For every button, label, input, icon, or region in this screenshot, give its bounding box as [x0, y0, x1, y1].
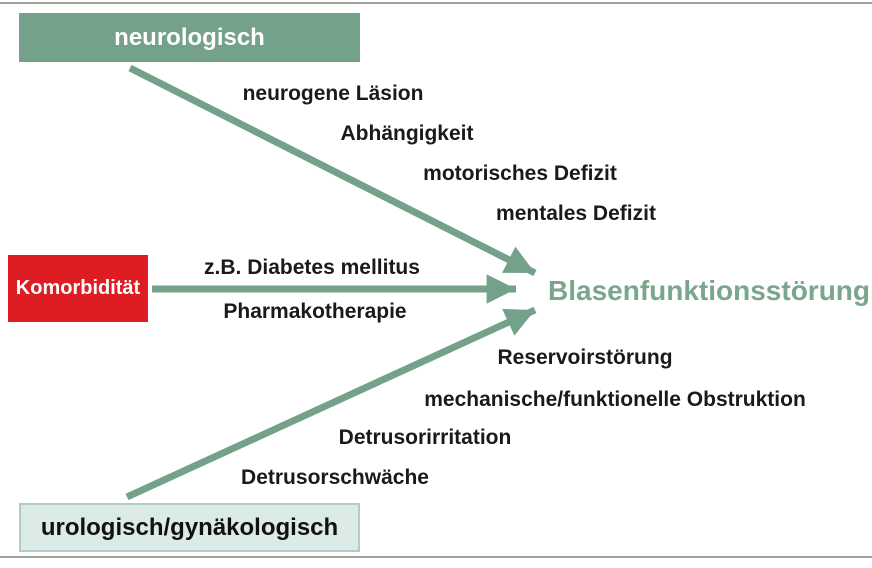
factor-detrusorirritation: Detrusorirritation	[338, 426, 512, 449]
factor-neurogene-laesion: neurogene Läsion	[242, 82, 424, 105]
factor-mentales-defizit: mentales Defizit	[496, 202, 656, 225]
bottom-divider-line	[0, 556, 872, 558]
factor-motorisches-defizit: motorisches Defizit	[423, 162, 617, 185]
factor-abhaengigkeit: Abhängigkeit	[340, 122, 474, 145]
factor-diabetes-mellitus: z.B. Diabetes mellitus	[204, 256, 420, 279]
source-box-neurologisch: neurologisch	[19, 13, 360, 62]
top-divider-line	[0, 2, 872, 4]
source-box-neurologisch-label: neurologisch	[114, 23, 265, 51]
factor-mechanische-funktionelle-obstruktion: mechanische/funktionelle Obstruktion	[424, 388, 806, 411]
factor-reservoirstoerung: Reservoirstörung	[497, 346, 673, 369]
source-box-komorbiditaet-label: Komorbidität	[15, 277, 141, 299]
factor-detrusorschwaeche: Detrusorschwäche	[241, 466, 429, 489]
source-box-urologisch-gynaekologisch: urologisch/gynäkologisch	[19, 503, 360, 552]
factor-pharmakotherapie: Pharmakotherapie	[223, 300, 407, 323]
source-box-komorbiditaet: Komorbidität	[8, 255, 148, 322]
outcome-blasenfunktionsstoerung: Blasenfunktionsstörung	[548, 275, 871, 306]
source-box-urologisch-label: urologisch/gynäkologisch	[40, 513, 339, 541]
